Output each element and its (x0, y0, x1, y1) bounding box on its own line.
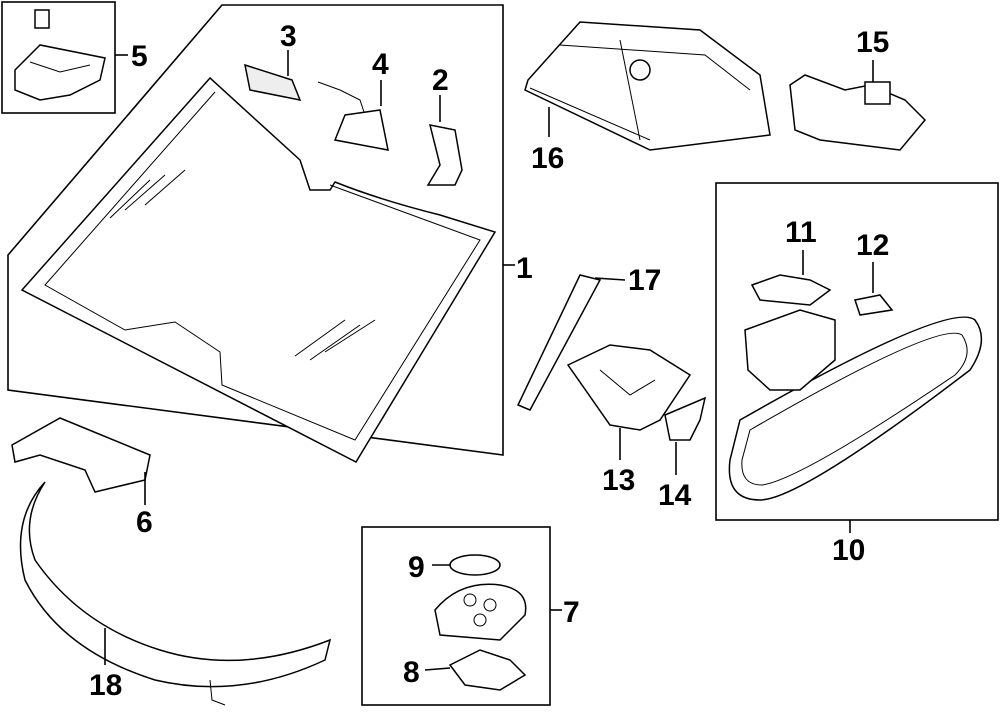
group-box-10 (715, 182, 999, 521)
group-box-7 (361, 526, 551, 706)
group-box-1 (7, 4, 504, 456)
molding-part-17[interactable] (516, 274, 602, 411)
callout-5: 5 (131, 40, 148, 73)
bracket-part-8[interactable] (448, 649, 527, 691)
callout-4: 4 (372, 48, 389, 81)
callout-3: 3 (280, 20, 297, 53)
sensor-part-7[interactable] (434, 583, 527, 641)
callout-13: 13 (602, 464, 635, 497)
seal-part-9[interactable] (449, 554, 501, 576)
callout-15: 15 (856, 26, 889, 59)
console-part-16[interactable] (524, 21, 771, 151)
callout-1: 1 (516, 252, 533, 285)
callout-2: 2 (432, 64, 449, 97)
callout-16: 16 (531, 142, 564, 175)
callout-12: 12 (856, 229, 889, 262)
bracket-part-2[interactable] (426, 124, 463, 186)
callout-8: 8 (403, 656, 420, 689)
clip-part-5[interactable] (14, 9, 106, 101)
cover-part-6[interactable] (11, 417, 151, 493)
callout-11: 11 (785, 216, 817, 249)
group-box-5 (1, 1, 116, 114)
callout-7: 7 (563, 596, 580, 629)
leader-lines (104, 50, 874, 671)
rearview-mirror-part-10[interactable] (728, 274, 983, 501)
callout-17: 17 (628, 264, 661, 297)
callout-18: 18 (89, 669, 122, 702)
mirror-cover-part-13[interactable] (566, 344, 692, 431)
windshield-part[interactable] (20, 76, 497, 463)
bracket-part-14[interactable] (664, 396, 707, 441)
callout-6: 6 (136, 506, 153, 539)
sensor-cover-part-3[interactable] (244, 63, 302, 102)
harness-part-4[interactable] (317, 81, 389, 151)
module-part-15[interactable] (789, 74, 927, 151)
panel-part-18[interactable] (19, 481, 332, 706)
callout-10: 10 (832, 534, 865, 567)
callout-14: 14 (658, 479, 692, 512)
callout-9: 9 (408, 551, 425, 584)
